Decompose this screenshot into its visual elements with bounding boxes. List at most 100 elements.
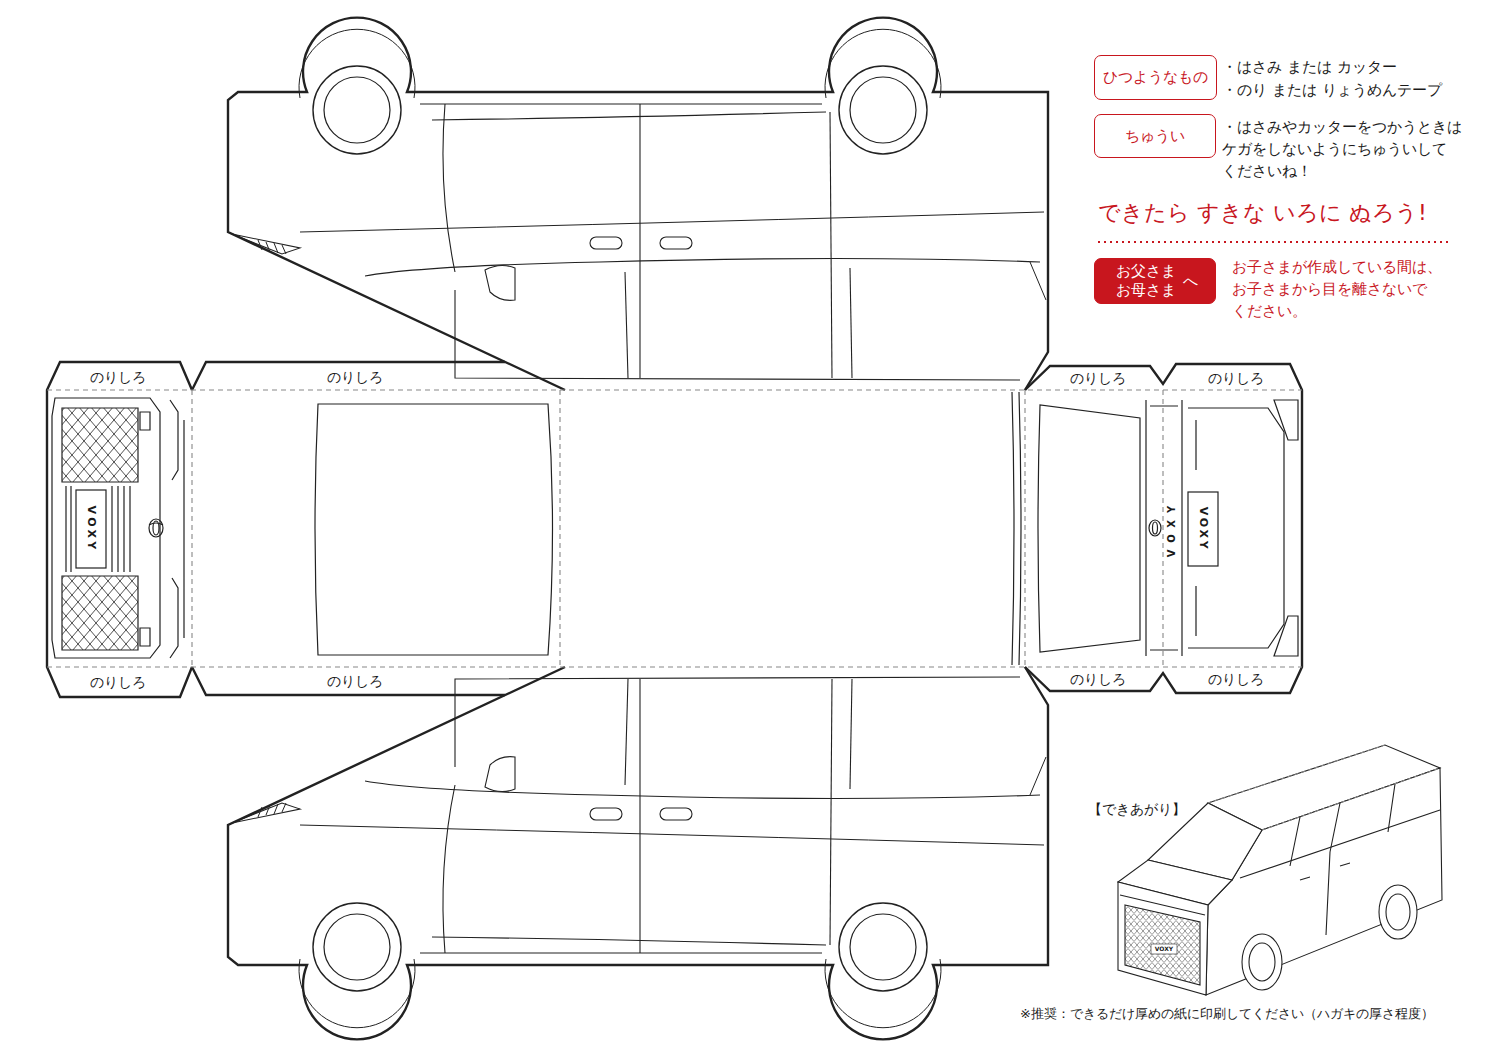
emblem-inner xyxy=(1153,522,1158,534)
glue-tab-label: のりしろ xyxy=(327,369,383,385)
fold-line xyxy=(559,390,560,667)
window-frame xyxy=(455,290,1020,380)
model-side xyxy=(1206,768,1442,995)
door-handle xyxy=(590,237,622,249)
box-text: お父さま お母さま xyxy=(1113,262,1179,300)
door-seam xyxy=(639,104,640,378)
rear-piece-outline xyxy=(1025,364,1302,693)
badge-logo: VOXY xyxy=(1166,499,1178,558)
fold-lines xyxy=(47,390,1302,667)
glue-tab-outline xyxy=(192,667,505,695)
glue-tab-label: のりしろ xyxy=(1070,370,1126,386)
fold-line xyxy=(1024,390,1025,667)
pillar-line xyxy=(625,272,628,378)
model-wheel-rim xyxy=(1386,894,1410,930)
model-belt-line xyxy=(1240,810,1440,878)
headlight-detail xyxy=(258,240,286,254)
dotted-separator xyxy=(1098,241,1450,243)
grille-outline xyxy=(52,398,160,658)
wheel-arch xyxy=(825,29,941,98)
emblem xyxy=(1149,520,1161,536)
fold-line xyxy=(191,390,192,667)
badge-logo: VOXY xyxy=(1155,946,1173,953)
side-panel-mirror xyxy=(228,667,1048,1039)
glue-tab-label: のりしろ xyxy=(90,674,146,690)
badge-plate xyxy=(76,490,106,568)
belt-line xyxy=(365,259,1040,277)
finished-model-heading: 【できあがり】 xyxy=(1088,800,1186,818)
model-wheel xyxy=(1242,934,1282,990)
roof-panel xyxy=(315,392,1021,665)
box-text: ひつようなもの xyxy=(1103,68,1208,87)
finished-model xyxy=(1118,745,1442,995)
caution-heading-box: ちゅうい xyxy=(1094,114,1216,158)
model-headlight xyxy=(1120,895,1205,915)
coloring-prompt: できたら すきな いろに ぬろう! xyxy=(1098,199,1427,227)
grille-mesh xyxy=(62,408,138,482)
box-text: ちゅうい xyxy=(1125,127,1185,146)
wheel xyxy=(839,66,927,154)
rear-light-line xyxy=(1030,262,1046,300)
requirement-heading-box: ひつようなもの xyxy=(1094,55,1217,100)
model-wheel xyxy=(1379,885,1417,939)
headlight xyxy=(232,234,300,254)
bumper-line xyxy=(1188,408,1284,648)
cut-outline xyxy=(228,18,1048,390)
door-seam xyxy=(443,104,455,272)
glue-tab-outline xyxy=(192,362,505,390)
model-badge xyxy=(1151,944,1177,954)
grille-slat xyxy=(66,486,130,572)
model-fold-line xyxy=(1208,745,1440,830)
rear-panel xyxy=(1038,400,1298,656)
requirement-item: ・のり または りょうめんテープ xyxy=(1222,80,1442,100)
front-piece-outline xyxy=(47,362,192,697)
box-text: へ xyxy=(1183,272,1198,291)
wheel-arch xyxy=(299,29,415,98)
print-note: ※推奨：できるだけ厚めの紙に印刷してください（ハガキの厚さ程度） xyxy=(1020,1005,1434,1022)
glue-tab-label: のりしろ xyxy=(90,369,146,385)
badge-plate xyxy=(1188,492,1218,566)
door-handle xyxy=(660,237,692,249)
model-wheel-rim xyxy=(1249,943,1275,981)
parent-notice-box: お父さま お母さまへ xyxy=(1094,258,1216,304)
spoiler-line xyxy=(1019,392,1021,665)
mesh-frame xyxy=(62,408,138,650)
tailgate-strip xyxy=(1150,406,1178,650)
side-mirror xyxy=(485,265,515,300)
wheel-rim xyxy=(850,77,916,143)
badge-logo: VOXY xyxy=(85,506,98,553)
requirement-item: ・はさみ または カッター xyxy=(1222,57,1397,77)
model-door-handle xyxy=(1300,863,1350,880)
wheel xyxy=(313,66,401,154)
rear-window xyxy=(1038,405,1140,652)
badge-logo: VOXY xyxy=(1197,507,1210,552)
glue-tab-label: のりしろ xyxy=(327,673,383,689)
sill-line xyxy=(432,112,826,120)
emblem xyxy=(149,519,163,537)
spoiler-line xyxy=(1012,392,1014,665)
side-panel xyxy=(228,18,1048,390)
cut-outline-group xyxy=(47,362,1302,697)
emblem-inner xyxy=(149,523,163,525)
door-seam xyxy=(830,112,832,378)
character-line xyxy=(300,212,1044,232)
fold-line xyxy=(47,666,1302,667)
sill-line xyxy=(420,103,822,104)
glue-tab-label: のりしろ xyxy=(1208,671,1264,687)
caution-text: ・はさみやカッターをつかうときは ケガをしないようにちゅういして くださいね！ xyxy=(1222,116,1484,182)
pillar-line xyxy=(850,268,852,378)
fold-line xyxy=(1162,390,1163,667)
fold-line xyxy=(47,389,1302,390)
model-grille xyxy=(1125,905,1200,985)
glue-tab-label: のりしろ xyxy=(1208,370,1264,386)
rear-light xyxy=(1274,400,1298,656)
front-grille xyxy=(52,398,184,658)
grille-mesh xyxy=(62,576,138,650)
tailgate-strip xyxy=(1146,400,1182,656)
glue-tab-label: のりしろ xyxy=(1070,671,1126,687)
headlight-strip xyxy=(170,400,184,658)
model-front xyxy=(1118,882,1208,995)
parent-notice-text: お子さまが作成している間は、 お子さまから目を離さないで ください。 xyxy=(1232,256,1464,322)
